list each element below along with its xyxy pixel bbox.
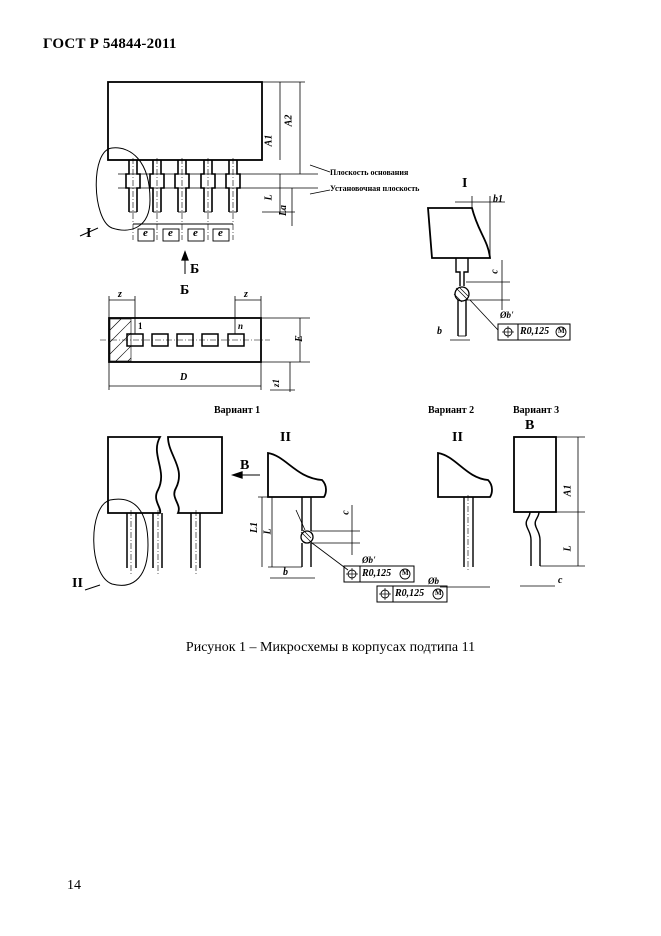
detail-ii-variant-1	[258, 451, 415, 583]
view-b-arrow-label: Б	[190, 262, 200, 277]
variant-3-title: Вариант 3	[513, 405, 560, 416]
circled-m-3: M	[435, 589, 442, 597]
dim-a1-v3: A1	[562, 484, 574, 497]
dim-la: La	[278, 204, 290, 217]
dim-d: D	[180, 372, 188, 383]
detail-ii-title-v1: II	[280, 430, 291, 445]
circled-m-1: M	[558, 327, 565, 335]
detail-i-marker: I	[86, 226, 92, 241]
dim-l-v3: L	[562, 545, 574, 552]
dim-phib-prime-i: Øb'	[500, 310, 514, 320]
dim-b-v1: b	[283, 567, 288, 578]
top-view-b	[100, 296, 310, 392]
detail-ii-title-v2: II	[452, 430, 463, 445]
dim-c-v1: c	[340, 510, 352, 515]
dim-b1: b1	[493, 194, 503, 205]
variant-1-view	[84, 436, 260, 591]
dim-e-1: e	[143, 227, 148, 239]
variant-1-title: Вариант 1	[214, 405, 261, 416]
dim-z-left: z	[118, 289, 122, 300]
detail-i	[427, 196, 571, 341]
dim-a1: A1	[263, 134, 275, 147]
dim-phib-v2: Øb	[428, 576, 439, 586]
dim-a2: A2	[283, 114, 295, 127]
detail-i-title: I	[462, 176, 468, 191]
dim-e-4: e	[218, 227, 223, 239]
tolerance-frame-1: R0,125	[520, 326, 550, 337]
dim-c-v3: c	[558, 575, 563, 586]
variant-2-title: Вариант 2	[428, 405, 475, 416]
tolerance-frame-2: R0,125	[362, 568, 392, 579]
pin-1-label: 1	[138, 321, 143, 331]
dim-e-2: e	[168, 227, 173, 239]
document-header: ГОСТ Р 54844-2011	[43, 36, 177, 52]
dim-phib-prime-ii: Øb'	[362, 555, 376, 565]
view-b-title: Б	[180, 283, 190, 298]
dim-c-detail-i: c	[489, 269, 501, 274]
dim-l-v1: L	[262, 528, 274, 535]
tolerance-frame-3: R0,125	[395, 588, 425, 599]
dim-l1: L1	[249, 521, 261, 534]
page-number: 14	[67, 878, 81, 893]
variant-2-view	[376, 451, 493, 603]
view-v-arrow-label: В	[240, 458, 250, 473]
dim-z-right: z	[244, 289, 248, 300]
seating-plane-label: Установочная плоскость	[330, 184, 420, 193]
dim-e-width: E	[293, 335, 305, 342]
circled-m-2: M	[402, 569, 409, 577]
dim-b-detail-i: b	[437, 326, 442, 337]
dim-z1: z1	[271, 378, 282, 388]
dim-e-3: e	[193, 227, 198, 239]
base-plane-label: Плоскость основания	[330, 168, 409, 177]
figure-caption: Рисунок 1 – Микросхемы в корпусах подтип…	[185, 640, 476, 655]
variant-3-view	[513, 436, 585, 587]
front-view-main	[79, 81, 331, 274]
view-v-title: В	[525, 418, 535, 433]
dim-l: L	[263, 194, 275, 201]
detail-ii-marker: II	[72, 576, 83, 591]
pin-n-label: n	[238, 321, 244, 331]
